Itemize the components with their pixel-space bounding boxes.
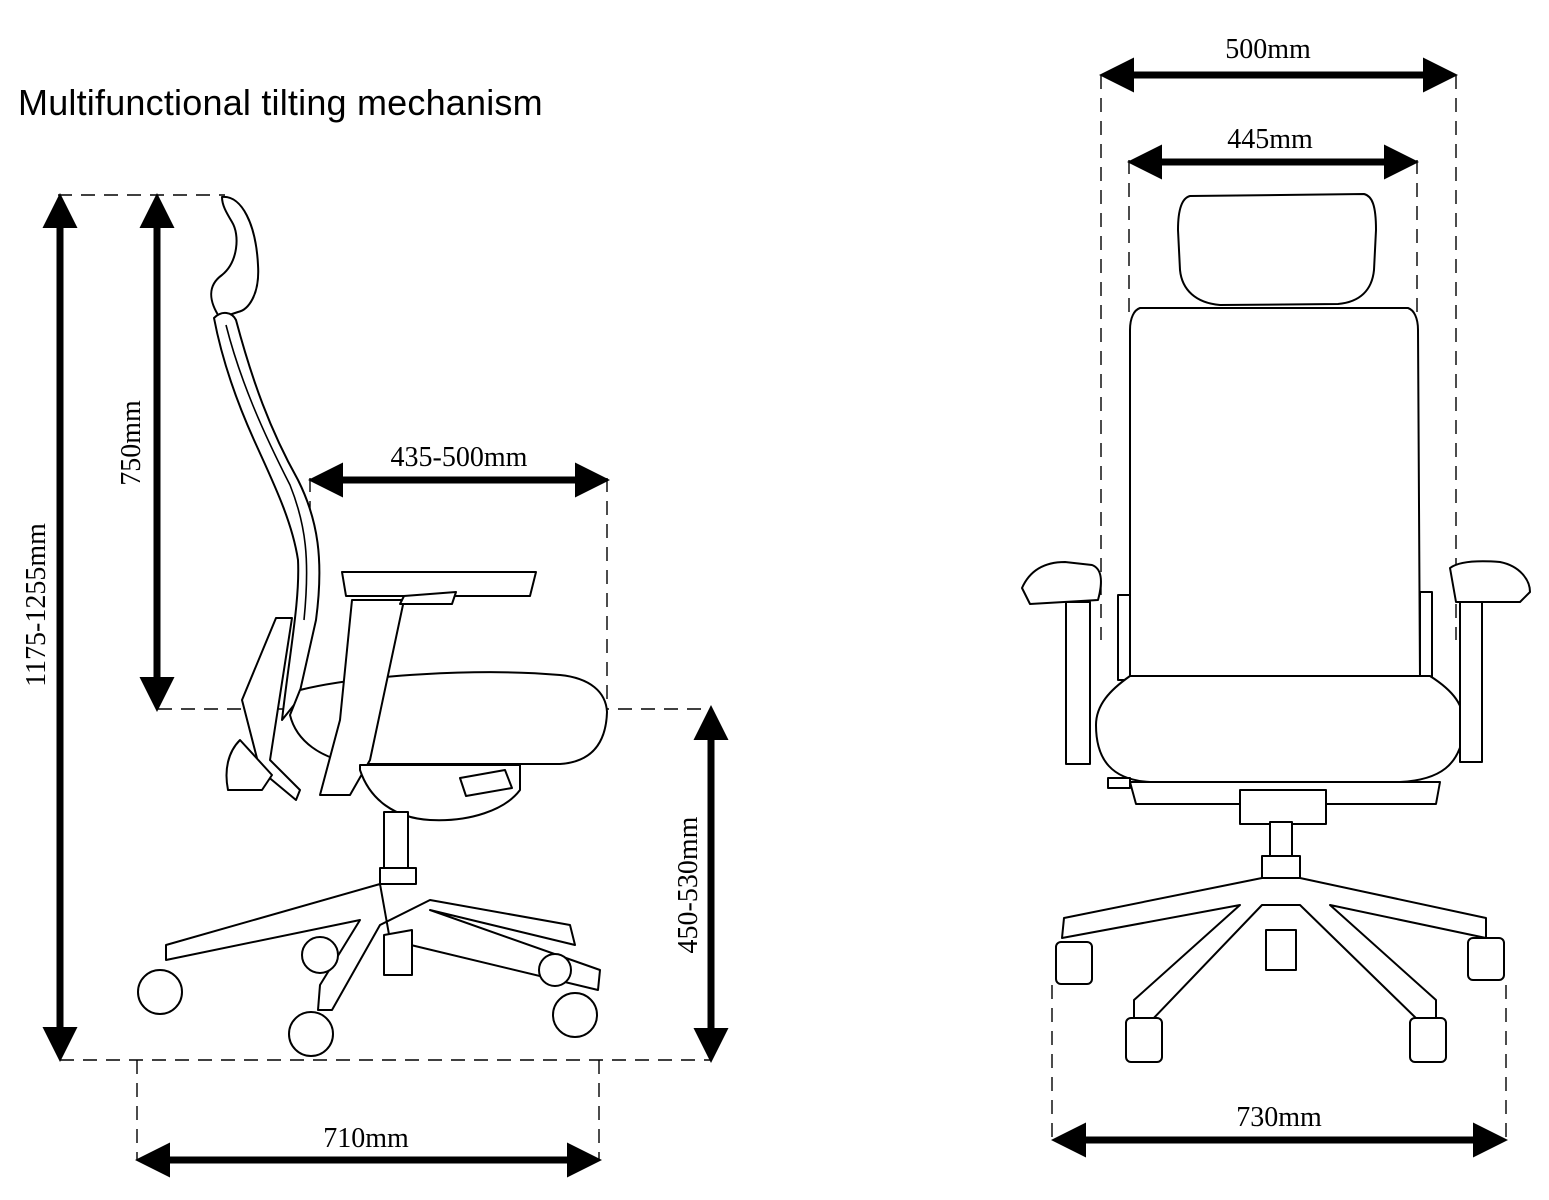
chair-front-view-icon [1021, 75, 1531, 1140]
side-depth-label: 710mm [323, 1123, 409, 1154]
seat-height-label: 450-530mm [673, 816, 704, 953]
backrest-height-label: 750mm [116, 400, 147, 486]
diagram-title: Multifunctional tilting mechanism [18, 82, 543, 123]
total-height-label: 1175-1255mm [21, 523, 52, 687]
chair-side-view-icon [58, 194, 710, 1160]
base-width-label: 730mm [1236, 1102, 1322, 1133]
seat-depth-label: 435-500mm [391, 442, 528, 473]
overall-width-top-label: 500mm [1225, 34, 1311, 65]
backrest-width-label: 445mm [1227, 124, 1313, 155]
